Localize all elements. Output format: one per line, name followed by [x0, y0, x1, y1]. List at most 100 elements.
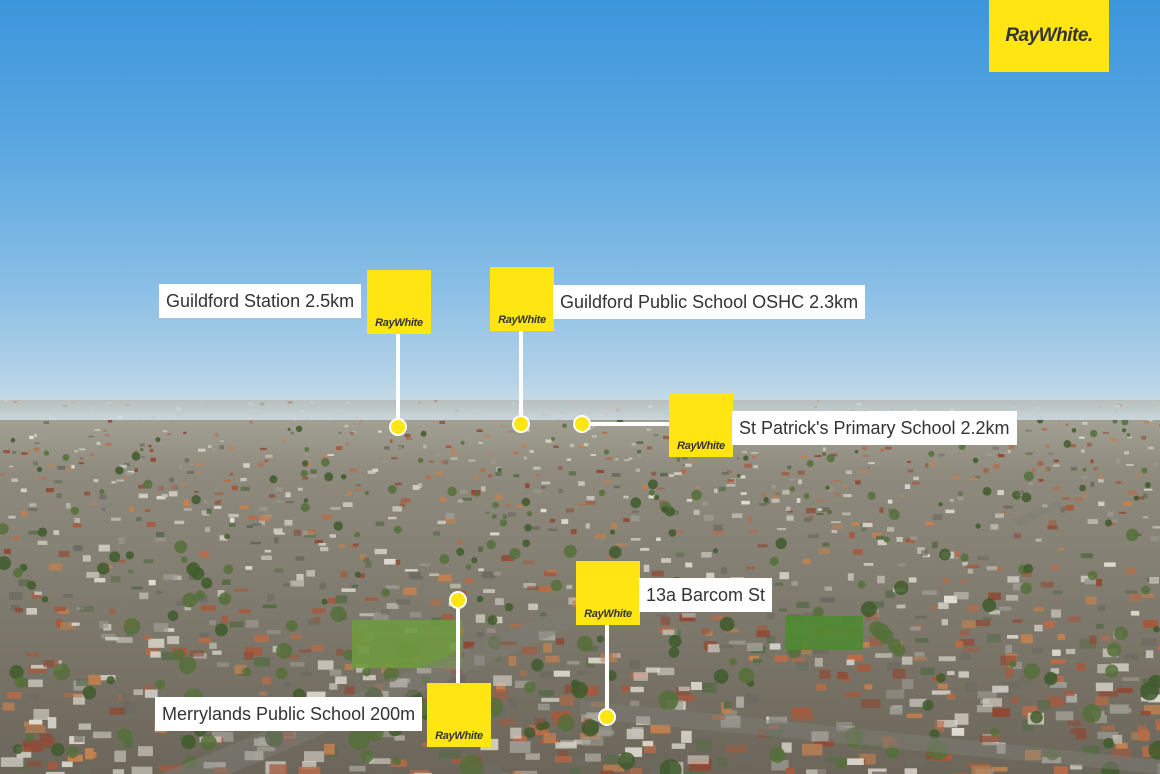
tree [115, 466, 124, 475]
rooftop [155, 590, 164, 594]
rooftop [261, 677, 272, 685]
rooftop [85, 748, 94, 760]
rooftop [215, 500, 221, 505]
rooftop [999, 606, 1012, 611]
rooftop [214, 433, 219, 437]
rooftop [1115, 742, 1128, 749]
location-pin-icon [573, 415, 591, 433]
rooftop [394, 735, 405, 741]
rooftop [1141, 638, 1157, 646]
rooftop [1139, 729, 1149, 741]
rooftop [740, 753, 754, 761]
rooftop [584, 685, 598, 696]
rooftop [1064, 690, 1075, 697]
rooftop [123, 738, 133, 748]
rooftop [1080, 553, 1093, 559]
rooftop [1012, 619, 1023, 623]
tree [857, 580, 866, 589]
rooftop [545, 439, 552, 443]
rooftop [184, 458, 190, 463]
rooftop [17, 764, 30, 770]
rooftop [692, 460, 696, 463]
rooftop [79, 763, 90, 774]
rooftop [28, 679, 43, 688]
rooftop [44, 439, 50, 441]
rooftop [245, 566, 253, 570]
rooftop [740, 492, 747, 495]
rooftop [785, 506, 791, 512]
rooftop [1089, 635, 1097, 645]
rooftop [933, 514, 943, 520]
rooftop [682, 464, 686, 467]
rooftop [529, 449, 534, 453]
rooftop [585, 500, 596, 505]
rooftop [875, 653, 893, 658]
rooftop [862, 522, 873, 528]
rooftop [1050, 659, 1066, 664]
rooftop [408, 572, 421, 579]
rooftop [143, 559, 154, 564]
rooftop [158, 486, 164, 491]
rooftop [388, 516, 397, 520]
tree [26, 580, 37, 590]
tree [70, 506, 79, 515]
rooftop [155, 537, 166, 542]
tree [658, 690, 679, 711]
rooftop [1020, 634, 1033, 644]
rooftop [396, 599, 411, 605]
rooftop [977, 556, 989, 561]
rooftop [478, 568, 484, 572]
rooftop [1048, 452, 1054, 455]
tree [648, 489, 655, 496]
rooftop [364, 597, 379, 601]
badge-text: RayWhite [435, 730, 483, 742]
tree [1089, 429, 1098, 438]
rooftop [845, 470, 852, 475]
rooftop [533, 466, 541, 470]
rooftop [1037, 700, 1051, 711]
rooftop [1096, 578, 1103, 587]
rooftop [861, 744, 884, 749]
tree [550, 579, 563, 592]
rooftop [930, 461, 937, 466]
rooftop [249, 420, 253, 424]
rooftop [837, 672, 848, 680]
rooftop [527, 586, 539, 591]
rooftop [372, 761, 393, 774]
rooftop [54, 480, 63, 484]
rooftop [718, 486, 726, 492]
rooftop [306, 691, 326, 702]
rooftop [595, 533, 606, 539]
rooftop [1083, 493, 1088, 498]
rooftop [25, 725, 46, 733]
rooftop [914, 615, 927, 619]
rooftop [696, 486, 700, 489]
tree [975, 523, 981, 529]
rooftop [1051, 564, 1060, 570]
rooftop [568, 471, 576, 476]
rooftop [124, 471, 133, 476]
raywhite-badge: RayWhite [576, 561, 640, 625]
rooftop [864, 684, 873, 690]
rooftop [1107, 511, 1114, 517]
rooftop [578, 503, 586, 506]
rooftop [1112, 734, 1123, 744]
tree [729, 657, 737, 666]
rooftop [904, 484, 911, 489]
rooftop [792, 657, 806, 662]
tree [789, 486, 795, 492]
rooftop [863, 562, 874, 566]
rooftop [131, 766, 153, 774]
rooftop [380, 609, 390, 615]
rooftop [756, 630, 770, 638]
rooftop [586, 496, 595, 501]
rooftop [468, 459, 476, 462]
rooftop [922, 590, 937, 595]
rooftop [234, 664, 247, 674]
tree [577, 635, 593, 652]
rooftop [78, 723, 91, 730]
tree [928, 450, 935, 457]
rooftop [986, 566, 998, 571]
tree [343, 649, 354, 661]
rooftop [419, 563, 431, 566]
